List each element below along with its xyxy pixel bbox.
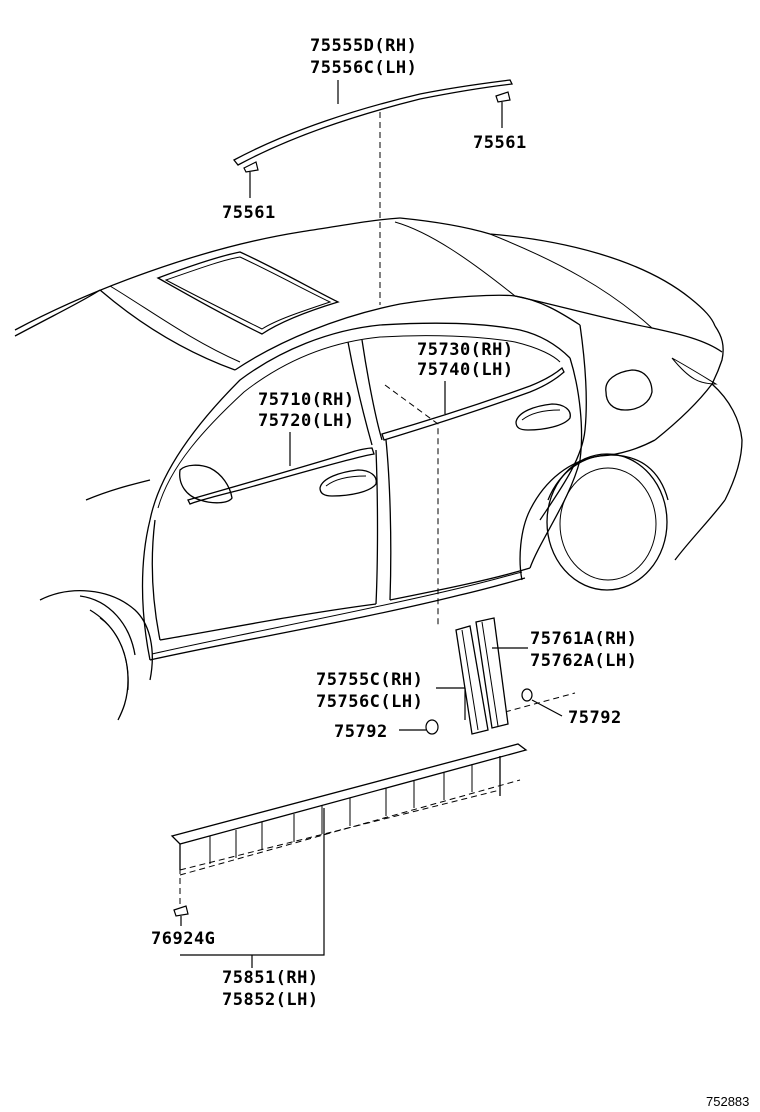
label-75756c-lh: 75756C(LH) [316,692,423,712]
rocker-molding-part [170,743,528,968]
car-body-illustration [14,217,743,721]
label-75755c-rh: 75755C(RH) [316,670,423,690]
diagram-reference-number: 752883 [706,1094,749,1109]
roof-molding-part [233,79,513,198]
label-75852-lh: 75852(LH) [222,990,319,1010]
label-75730-rh: 75730(RH) [417,340,514,360]
label-75761a-rh: 75761A(RH) [530,629,637,649]
label-75851-rh: 75851(RH) [222,968,319,988]
rocker-clip-icon [173,905,189,917]
label-75792-right: 75792 [568,708,622,728]
label-75556c-lh: 75556C(LH) [310,58,417,78]
label-75720-lh: 75720(LH) [258,411,355,431]
label-75561-top-right: 75561 [473,133,527,153]
label-75740-lh: 75740(LH) [417,360,514,380]
label-75555d-rh: 75555D(RH) [310,36,417,56]
label-75762a-lh: 75762A(LH) [530,651,637,671]
part-labels: 75555D(RH) 75556C(LH) 75561 75561 75730(… [151,36,749,1109]
label-75792-left: 75792 [334,722,388,742]
pillar-garnish-parts [399,617,563,735]
label-75710-rh: 75710(RH) [258,390,355,410]
clip-75792-left [425,719,439,735]
label-76924g: 76924G [151,929,215,949]
label-75561-top-left: 75561 [222,203,276,223]
dashed-leaders [179,112,576,905]
clip-75792-right [521,688,533,702]
belt-leaders [289,381,446,466]
